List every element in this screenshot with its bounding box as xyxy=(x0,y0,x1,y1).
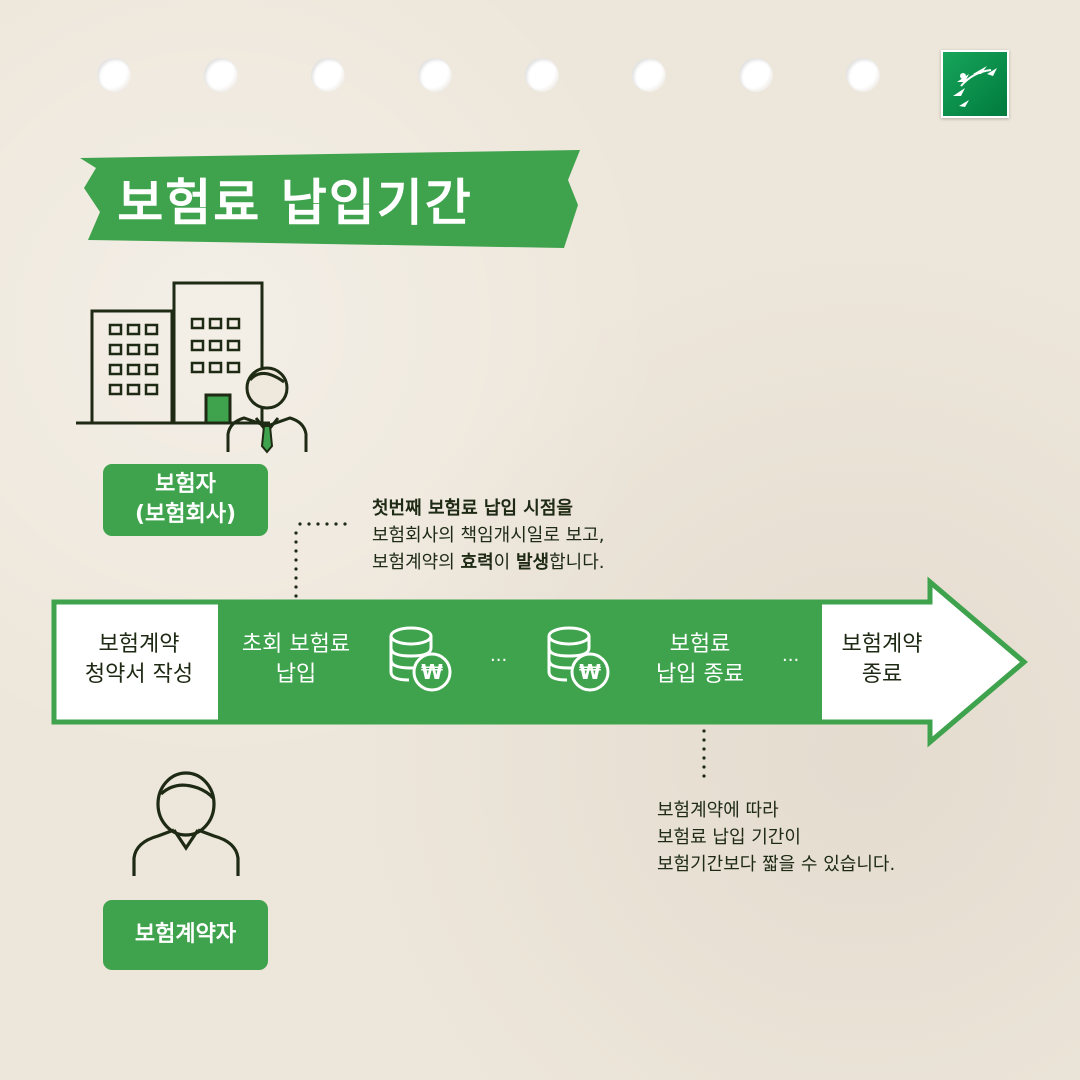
timeline-ellipsis: ... xyxy=(782,645,800,666)
insurer-badge: 보험자 (보험회사) xyxy=(103,464,268,536)
top-note-line1: 첫번째 보험료 납입 시점을 xyxy=(372,498,573,519)
binder-hole xyxy=(418,58,452,92)
insurer-label: 보험자 xyxy=(155,472,216,497)
binder-hole xyxy=(204,58,238,92)
bottom-note: 보험계약에 따라 보험료 납입 기간이 보험기간보다 짧을 수 있습니다. xyxy=(657,797,1017,878)
title-banner xyxy=(80,150,580,248)
bottom-note-line2: 보험료 납입 기간이 xyxy=(657,827,801,848)
page-title: 보험료 납입기간 xyxy=(117,174,473,232)
binder-hole xyxy=(97,58,131,92)
top-note-line2: 보험회사의 책임개시일로 보고, xyxy=(372,525,605,546)
coin-stack-won-icon: ₩ xyxy=(389,626,452,692)
bank-logo-icon xyxy=(941,50,1009,118)
step-first-premium: 초회 보험료 납입 xyxy=(241,632,351,687)
person-icon xyxy=(132,771,240,876)
timeline-ellipsis: ... xyxy=(490,645,508,666)
top-note-line3: 보험계약의 효력이 발생합니다. xyxy=(372,552,605,573)
binder-hole xyxy=(632,58,666,92)
binder-hole xyxy=(525,58,559,92)
binder-hole xyxy=(311,58,345,92)
policyholder-label: 보험계약자 xyxy=(134,922,237,947)
building-icon xyxy=(76,281,270,425)
step-application: 보험계약 청약서 작성 xyxy=(84,632,194,687)
binder-hole xyxy=(846,58,880,92)
policyholder-badge: 보험계약자 xyxy=(103,900,268,970)
coin-currency-label: ₩ xyxy=(579,660,601,684)
coin-stack-won-icon: ₩ xyxy=(547,626,610,692)
bottom-note-line1: 보험계약에 따라 xyxy=(657,800,779,821)
top-note: 첫번째 보험료 납입 시점을 보험회사의 책임개시일로 보고, 보험계약의 효력… xyxy=(372,495,732,576)
step-premium-end: 보험료 납입 종료 xyxy=(656,632,744,687)
bottom-note-line3: 보험기간보다 짧을 수 있습니다. xyxy=(657,854,896,875)
binder-hole xyxy=(739,58,773,92)
businessman-icon xyxy=(226,366,308,454)
insurer-sub-label: (보험회사) xyxy=(134,502,237,527)
coin-currency-label: ₩ xyxy=(421,660,443,684)
step-contract-end: 보험계약 종료 xyxy=(841,632,923,687)
